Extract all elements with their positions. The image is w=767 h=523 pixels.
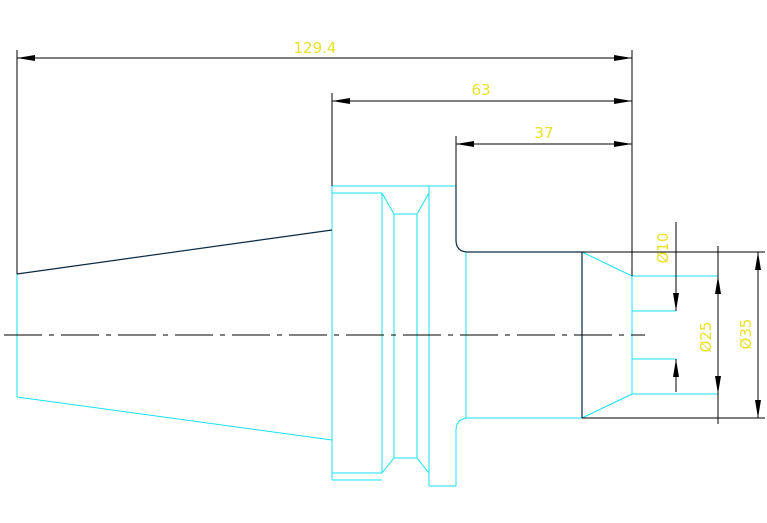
dim-text-d10: Ø10 — [654, 233, 672, 264]
arrow-63-right — [614, 98, 632, 104]
arrow-d25-top — [715, 276, 721, 294]
bore-cone-top — [581, 251, 633, 277]
v-groove-top — [381, 192, 430, 215]
horizontal-dimensions — [16, 50, 633, 276]
arrow-d35-bottom — [755, 400, 761, 418]
arrow-d10-bottom — [673, 359, 679, 377]
arrow-d35-top — [755, 252, 761, 270]
arrow-37-left — [456, 141, 474, 147]
arrow-d10-top — [673, 293, 679, 311]
arrow-37-right — [614, 141, 632, 147]
taper-lower-edge — [16, 396, 333, 441]
part-outline-dark — [16, 186, 583, 418]
taper-upper-edge — [16, 229, 333, 275]
arrow-63-left — [332, 98, 350, 104]
vertical-dimensions — [582, 222, 765, 424]
dim-text-d25: Ø25 — [697, 322, 715, 353]
dim-text-63: 63 — [471, 81, 490, 99]
dim-text-37: 37 — [534, 124, 553, 142]
part-outline — [16, 185, 718, 487]
collar-fillet-top — [455, 186, 469, 253]
v-groove-bottom — [381, 457, 430, 474]
dim-text-overall-length: 129.4 — [294, 39, 337, 57]
dim-text-d35: Ø35 — [737, 319, 755, 350]
arrow-overall-left — [17, 55, 35, 61]
arrow-d25-bottom — [715, 376, 721, 394]
bore-cone-bottom — [581, 393, 633, 419]
collar-fillet-bottom — [455, 417, 467, 486]
arrow-overall-right — [614, 55, 632, 61]
